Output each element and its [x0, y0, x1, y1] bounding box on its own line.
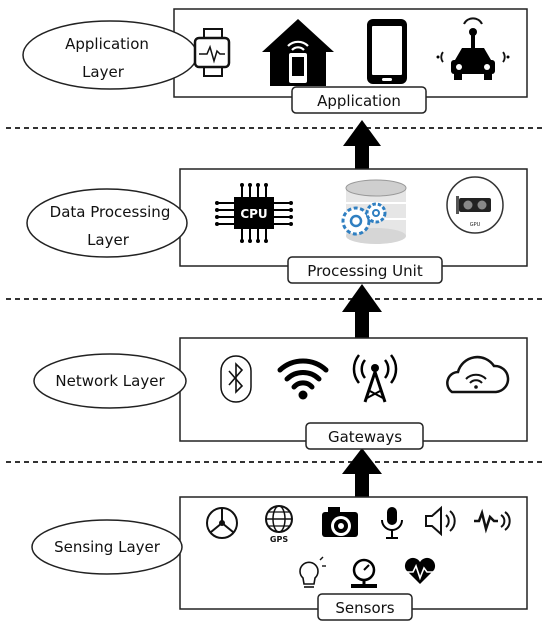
- speaker-icon: [425, 505, 456, 537]
- pressure-gauge-icon: [351, 558, 377, 588]
- gps-globe-icon: GPS: [265, 505, 293, 544]
- smartphone-icon: [367, 19, 407, 84]
- application-label: Application: [317, 92, 401, 110]
- application-layer: Application Layer: [22, 8, 528, 114]
- network-layer-ellipse: [33, 353, 187, 409]
- data-processing-layer: Data Processing Layer CPU: [26, 168, 528, 284]
- cpu-chip-text: CPU: [240, 207, 267, 221]
- sensing-label: Sensors: [335, 599, 394, 617]
- arrow-up-3: [342, 448, 382, 498]
- network-layer: Network Layer: [33, 337, 528, 450]
- gps-label-text: GPS: [270, 535, 288, 544]
- network-label: Gateways: [328, 428, 402, 446]
- sensing-label-box: [317, 593, 413, 621]
- processing-layer-name-line2: Layer: [87, 231, 130, 249]
- processing-label: Processing Unit: [307, 262, 423, 280]
- bluetooth-icon: [220, 355, 252, 403]
- processing-layer-ellipse: [26, 188, 188, 258]
- cpu-chip-icon: CPU: [215, 183, 293, 243]
- smartwatch-icon: [193, 28, 231, 77]
- gpu-card-text: GPU: [470, 222, 481, 228]
- application-label-box: [291, 86, 427, 114]
- light-bulb-icon: [299, 556, 326, 588]
- network-layer-name: Network Layer: [55, 372, 165, 390]
- sensing-layer-ellipse: [31, 519, 183, 575]
- camera-icon: [322, 507, 358, 537]
- heart-rate-icon: [404, 557, 436, 584]
- connected-car-icon: [436, 17, 510, 80]
- sensing-layer: Sensing Layer GPS: [31, 496, 528, 621]
- arrow-up-2: [342, 284, 382, 338]
- cell-tower-icon: [352, 354, 398, 403]
- application-layer-name-line1: Application: [65, 35, 149, 53]
- microphone-icon: [381, 507, 403, 539]
- processing-layer-name-line1: Data Processing: [50, 203, 171, 221]
- gpu-card-icon: GPU: [446, 176, 504, 234]
- smart-home-icon: [262, 19, 334, 86]
- wifi-icon: [277, 358, 329, 400]
- application-layer-name-line2: Layer: [82, 63, 125, 81]
- network-label-box: [305, 422, 424, 450]
- arrow-up-1: [343, 120, 381, 170]
- sensing-layer-name: Sensing Layer: [54, 538, 161, 556]
- database-gear-icon: [341, 179, 407, 244]
- cloud-wifi-icon: [446, 355, 510, 394]
- processing-label-box: [287, 256, 443, 284]
- pulse-sensor-icon: [474, 508, 511, 534]
- accelerometer-icon: [206, 507, 238, 539]
